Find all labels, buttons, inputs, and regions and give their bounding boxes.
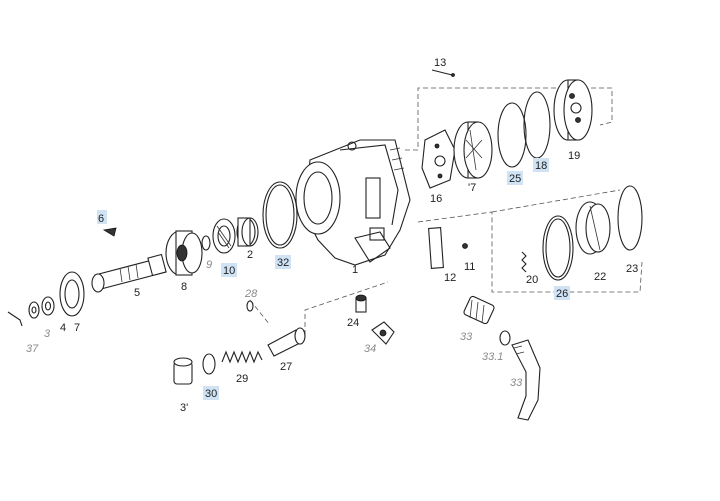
o-ring-part-32 xyxy=(262,181,298,249)
label-6: 6 xyxy=(98,213,104,225)
ring-26-inner xyxy=(545,218,571,278)
elbow-part-33-lower xyxy=(511,339,541,421)
washer-part-33-1 xyxy=(499,330,511,346)
plug-part-31 xyxy=(173,357,193,385)
fitting-part-33-upper xyxy=(463,295,495,325)
retaining-ring-part-7 xyxy=(59,271,85,317)
guide-lines xyxy=(249,87,643,335)
label-27: 27 xyxy=(280,361,292,373)
ring-part-23 xyxy=(617,185,643,251)
spring-part-20 xyxy=(521,251,527,273)
label-34: 34 xyxy=(364,343,376,355)
label-20: 20 xyxy=(526,274,538,286)
nut-part-4 xyxy=(41,296,55,316)
label-4: 4 xyxy=(60,322,66,334)
label-11: 11 xyxy=(464,261,475,273)
rotor-part-17 xyxy=(453,121,493,179)
cotter-pin-part-37 xyxy=(7,311,23,327)
label-33-lower: 33 xyxy=(510,377,523,389)
label-28: 28 xyxy=(244,288,258,300)
ring-part-9 xyxy=(201,235,211,251)
label-19: 19 xyxy=(568,150,580,162)
ring-part-26 xyxy=(542,215,574,281)
label-7a: 7 xyxy=(74,322,80,334)
ring-part-18 xyxy=(523,91,551,159)
label-highlights xyxy=(97,158,570,400)
label-26: 26 xyxy=(556,288,568,300)
label-13: 13 xyxy=(434,57,446,69)
label-1: 1 xyxy=(352,264,358,276)
label-9: 9 xyxy=(206,259,212,271)
bearing-part-10 xyxy=(212,218,236,254)
valve-part-34 xyxy=(371,321,395,345)
valve-part-27 xyxy=(267,327,306,357)
label-10: 10 xyxy=(223,265,235,277)
plate-part-12 xyxy=(428,227,444,269)
label-22: 22 xyxy=(594,271,606,283)
plate-part-16 xyxy=(421,129,456,189)
label-3: 3 xyxy=(44,328,51,340)
housing-part-1 xyxy=(295,139,411,266)
label-33-upper: 33 xyxy=(460,331,473,343)
ring-part-28 xyxy=(246,300,254,312)
label-18: 18 xyxy=(535,160,547,172)
screw-part-11 xyxy=(462,243,468,249)
key-part-6 xyxy=(102,227,117,237)
label-29: 29 xyxy=(236,373,248,385)
label-12: 12 xyxy=(444,272,456,284)
label-2: 2 xyxy=(247,249,253,261)
label-33-1: 33.1 xyxy=(482,351,503,363)
ring-part-25 xyxy=(497,102,527,168)
label-32: 32 xyxy=(277,257,289,269)
label-23: 23 xyxy=(626,263,638,275)
shaft-part-5 xyxy=(91,253,167,293)
pin-tip xyxy=(451,73,455,77)
label-5: 5 xyxy=(134,287,140,299)
spring-part-29 xyxy=(221,350,263,364)
piston-part-22 xyxy=(575,201,611,255)
bearing-part-8 xyxy=(165,230,203,276)
label-25: 25 xyxy=(509,173,521,185)
label-30: 30 xyxy=(205,388,217,400)
needle-bearing-part-2 xyxy=(236,217,259,247)
cam-ring-part-19 xyxy=(553,79,593,141)
ring-part-30 xyxy=(202,353,216,375)
fitting-part-24 xyxy=(355,294,367,313)
callout-labels: 1 2 4 5 6 7 '7 8 9 10 11 12 13 16 18 19 … xyxy=(26,57,638,414)
label-8: 8 xyxy=(181,281,187,293)
label-37: 37 xyxy=(26,343,39,355)
label-16: 16 xyxy=(430,193,442,205)
o-ring-inner-edge xyxy=(265,184,295,246)
label-24: 24 xyxy=(347,317,359,329)
pin-part-13 xyxy=(431,69,453,76)
label-17: '7 xyxy=(468,182,476,194)
washer-part-3 xyxy=(28,301,40,319)
label-31: 3' xyxy=(180,402,188,414)
